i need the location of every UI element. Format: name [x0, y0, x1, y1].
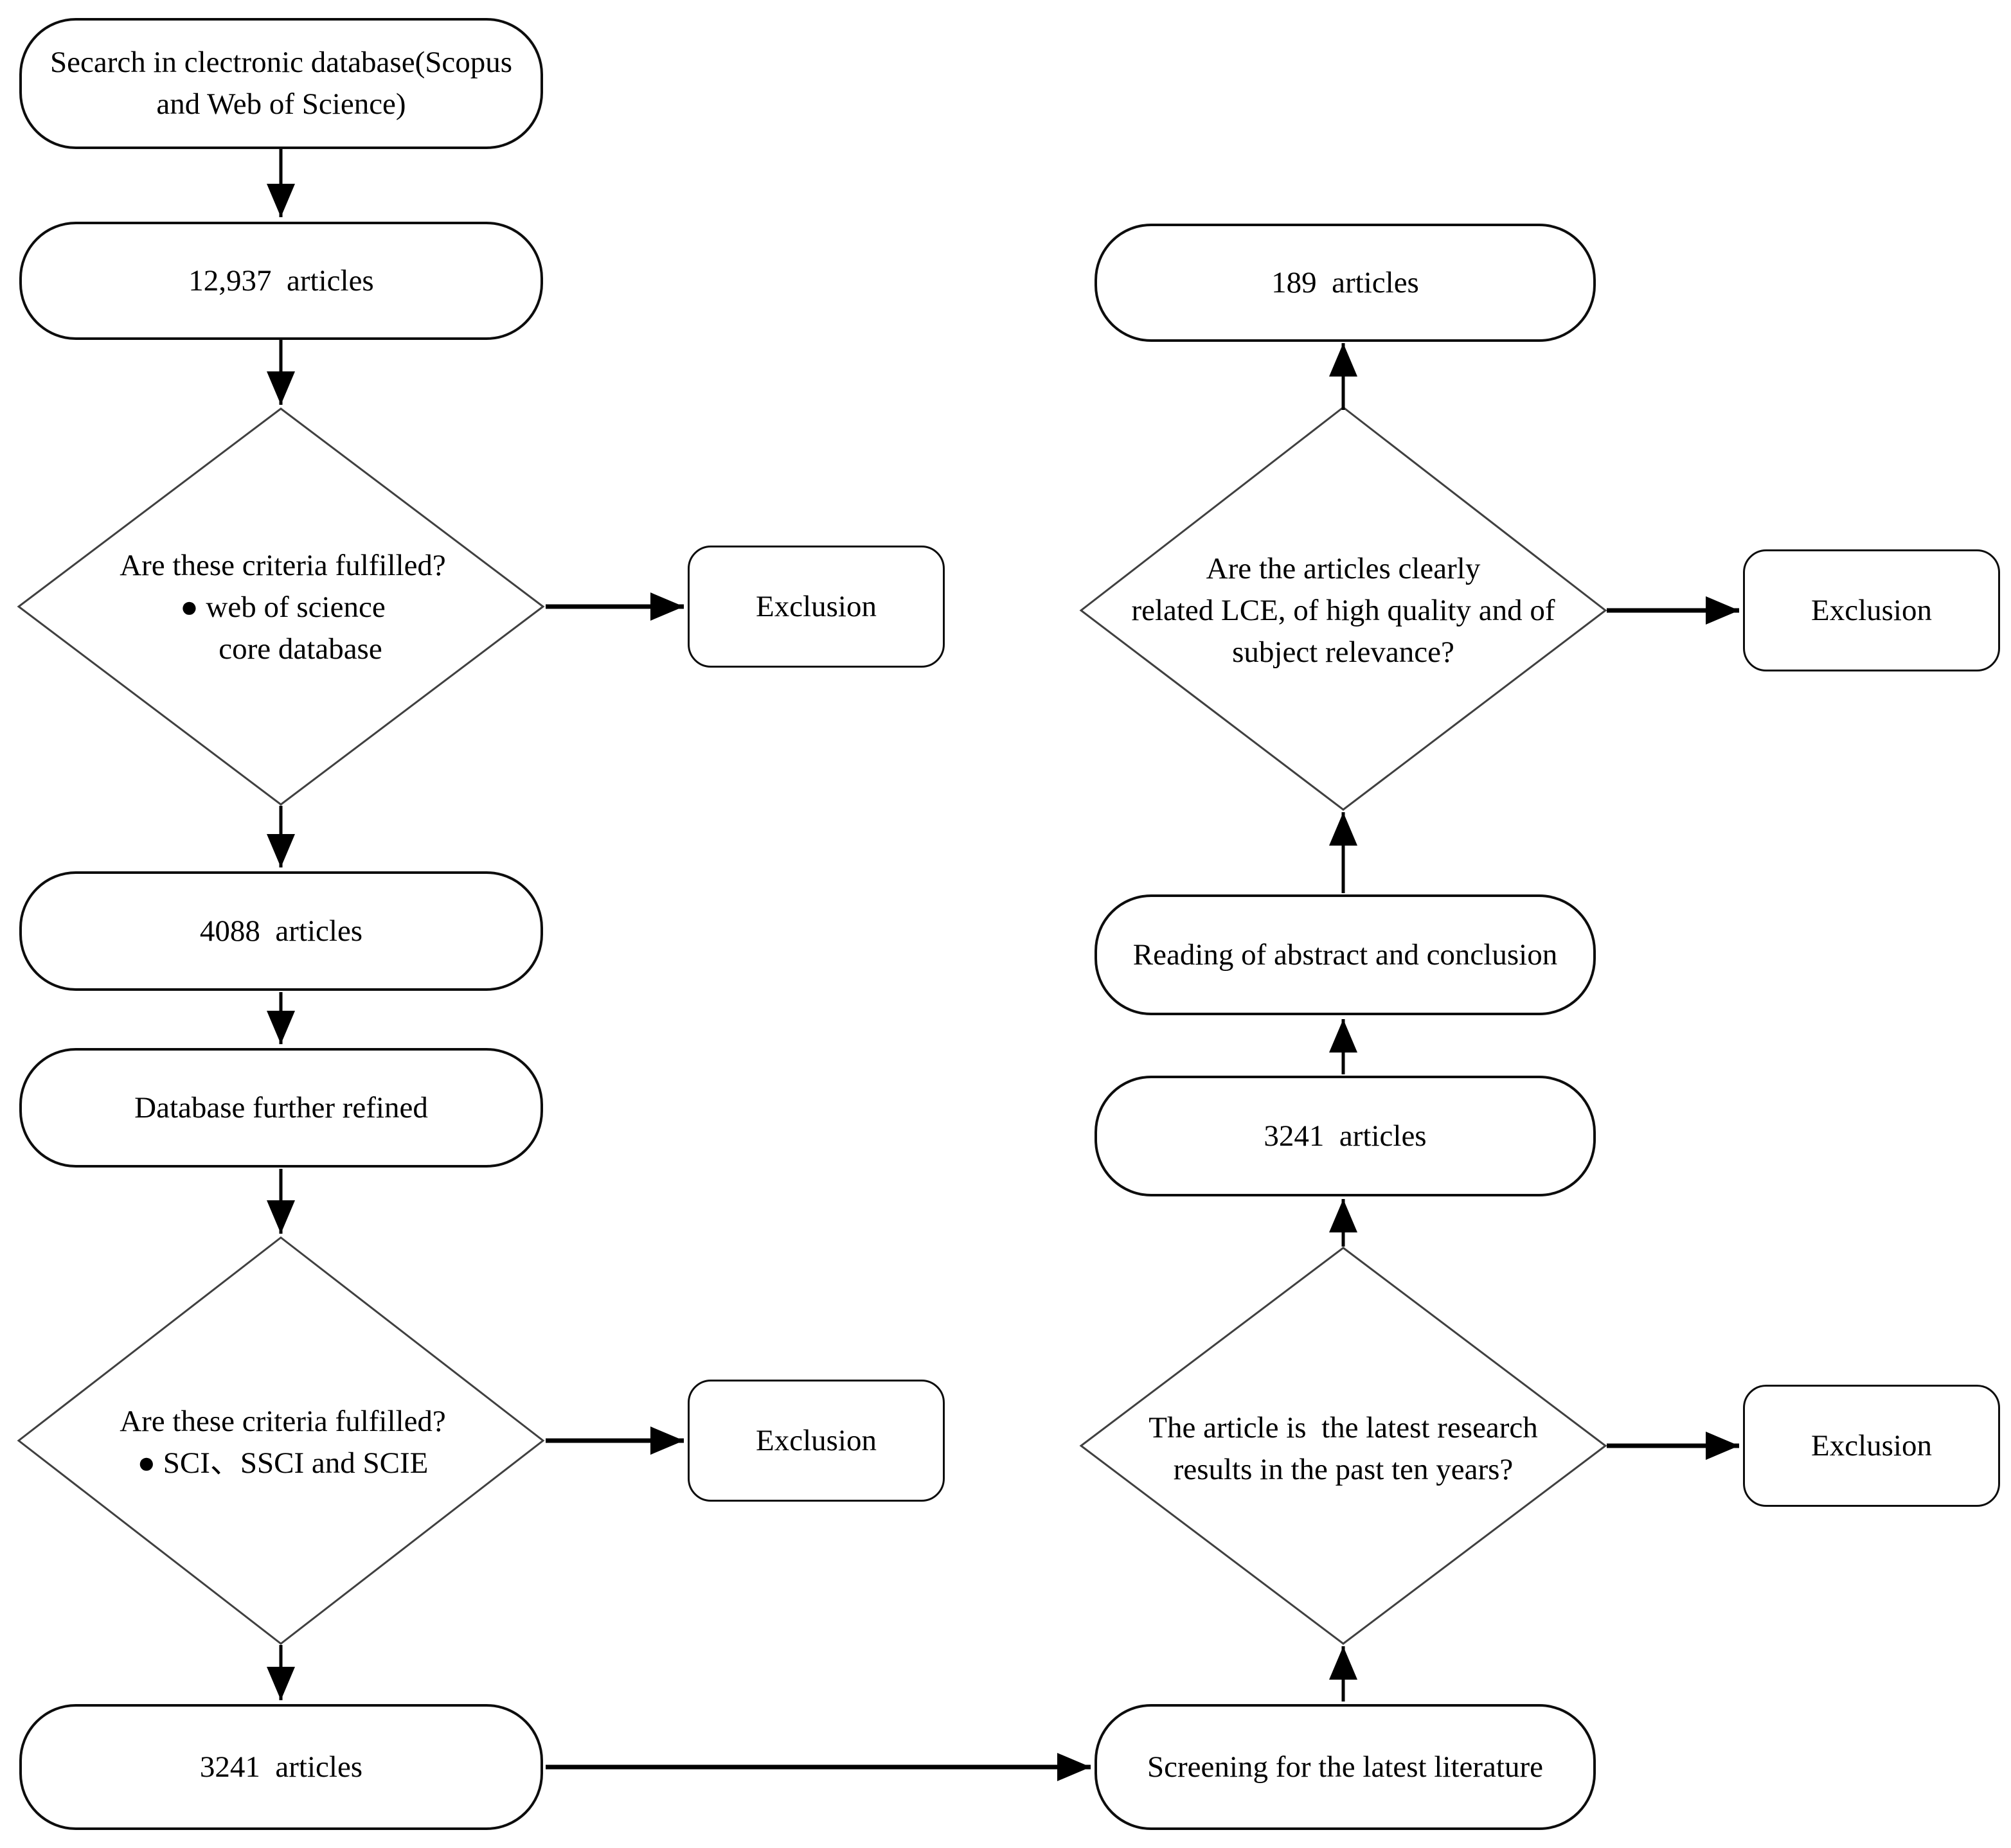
- box-exclusion-wos: Exclusion: [688, 546, 945, 668]
- box-search-database: Secarch in clectronic database(Scopus an…: [19, 18, 543, 149]
- criteria-wos-bullet: ● web of science core database: [180, 590, 386, 666]
- box-articles-4088-label: 4088 articles: [199, 914, 363, 948]
- box-exclusion-lce-label: Exclusion: [1811, 593, 1932, 627]
- box-database-refined: Database further refined: [19, 1048, 543, 1168]
- diamond-criteria-sci: [17, 1236, 545, 1645]
- diamond-criteria-wos: [17, 407, 545, 806]
- box-articles-189: 189 articles: [1095, 224, 1596, 342]
- diamond-criteria-wos-text: Are these criteria fulfilled? ● web of s…: [39, 501, 527, 713]
- box-articles-12937-label: 12,937 articles: [188, 263, 374, 298]
- box-database-refined-label: Database further refined: [134, 1090, 428, 1124]
- box-exclusion-sci-label: Exclusion: [756, 1423, 877, 1457]
- criteria-wos-question: Are these criteria fulfilled?: [120, 548, 446, 582]
- diamond-lce-quality: [1079, 406, 1607, 811]
- box-exclusion-latest: Exclusion: [1743, 1385, 2000, 1507]
- box-reading-abstract-label: Reading of abstract and conclusion: [1132, 937, 1558, 972]
- box-reading-abstract: Reading of abstract and conclusion: [1095, 894, 1596, 1015]
- box-articles-189-label: 189 articles: [1271, 265, 1419, 299]
- box-exclusion-sci: Exclusion: [688, 1380, 945, 1502]
- criteria-sci-bullet: ● SCI、SSCI and SCIE: [137, 1446, 429, 1480]
- box-articles-12937: 12,937 articles: [19, 222, 543, 340]
- box-exclusion-latest-label: Exclusion: [1811, 1428, 1932, 1462]
- lce-quality-question: Are the articles clearly related LCE, of…: [1131, 551, 1555, 669]
- diamond-criteria-sci-text: Are these criteria fulfilled? ● SCI、SSCI…: [39, 1346, 527, 1539]
- diamond-latest-research-text: The article is the latest research resul…: [1093, 1356, 1594, 1542]
- criteria-sci-question: Are these criteria fulfilled?: [120, 1405, 446, 1438]
- box-screening-latest-label: Screening for the latest literature: [1147, 1750, 1543, 1784]
- latest-research-question: The article is the latest research resul…: [1149, 1411, 1538, 1486]
- box-articles-3241-left: 3241 articles: [19, 1704, 543, 1830]
- box-search-database-label: Secarch in clectronic database(Scopus an…: [49, 46, 513, 121]
- box-exclusion-lce: Exclusion: [1743, 549, 2000, 671]
- box-exclusion-wos-label: Exclusion: [756, 589, 877, 623]
- box-articles-3241-right: 3241 articles: [1095, 1076, 1596, 1196]
- box-articles-4088: 4088 articles: [19, 871, 543, 991]
- box-articles-3241-left-label: 3241 articles: [199, 1750, 363, 1784]
- diamond-lce-quality-text: Are the articles clearly related LCE, of…: [1105, 508, 1581, 713]
- box-screening-latest: Screening for the latest literature: [1095, 1704, 1596, 1830]
- box-articles-3241-right-label: 3241 articles: [1264, 1119, 1427, 1153]
- diamond-latest-research: [1079, 1247, 1607, 1645]
